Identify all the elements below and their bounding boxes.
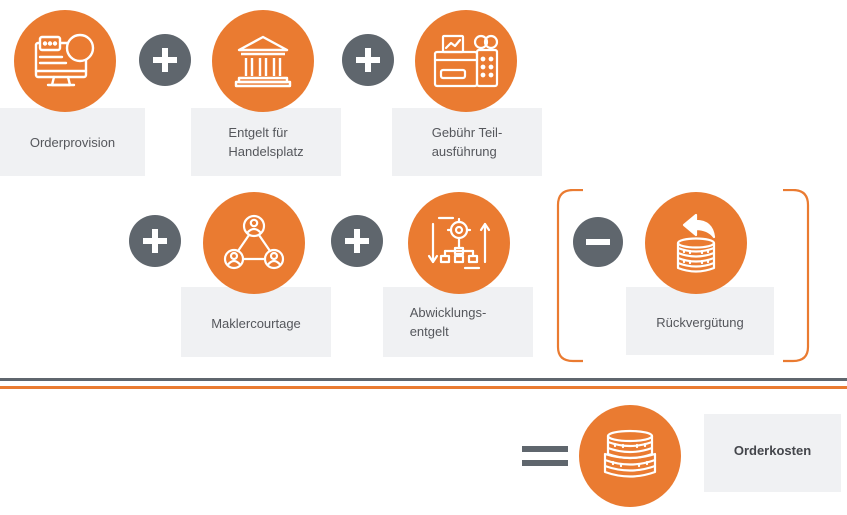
plus-operator-2 <box>342 34 394 86</box>
network-people-icon <box>223 214 285 270</box>
label-box-teilausfuehrung: Gebühr Teil- ausführung <box>392 108 542 176</box>
label-box-rueckverguetung: Rückvergütung <box>626 287 774 355</box>
bracket-group <box>556 189 810 363</box>
equals-operator-bottom <box>522 460 568 466</box>
plus-operator-1 <box>139 34 191 86</box>
monitor-chat-icon <box>34 33 95 87</box>
label-box-handelsplatz: Entgelt für Handelsplatz <box>191 108 341 176</box>
equals-operator-top <box>522 446 568 452</box>
item-rueckverguetung <box>645 192 747 294</box>
plus-operator-4 <box>331 215 383 267</box>
result-orderkosten <box>579 405 681 507</box>
process-gear-icon <box>427 216 491 270</box>
plus-icon <box>345 229 369 253</box>
label-teilausfuehrung: Gebühr Teil- ausführung <box>431 125 503 159</box>
plus-icon <box>153 48 177 72</box>
divider-line-orange <box>0 386 847 389</box>
label-handelsplatz: Entgelt für Handelsplatz <box>228 125 304 159</box>
minus-operator <box>573 217 623 267</box>
label-maklercourtage: Maklercourtage <box>211 315 301 331</box>
label-rueckverguetung: Rückvergütung <box>656 314 744 330</box>
plus-icon <box>356 48 380 72</box>
label-orderprovision: Orderprovision <box>29 134 116 150</box>
label-box-maklercourtage: Maklercourtage <box>181 287 331 357</box>
item-teilausfuehrung <box>415 10 517 112</box>
item-handelsplatz <box>212 10 314 112</box>
divider-line-gray <box>0 378 847 381</box>
payment-terminal-icon <box>433 34 499 88</box>
item-abwicklungsentgelt <box>408 192 510 294</box>
bank-building-icon <box>234 35 292 88</box>
label-box-abwicklungsentgelt: Abwicklungs- entgelt <box>383 287 533 357</box>
label-box-orderprovision: Orderprovision <box>0 108 145 176</box>
label-orderkosten: Orderkosten <box>733 442 812 458</box>
coins-return-icon <box>676 213 716 273</box>
item-maklercourtage <box>203 192 305 294</box>
label-abwicklungsentgelt: Abwicklungs- entgelt <box>409 305 487 339</box>
label-box-orderkosten: Orderkosten <box>704 414 841 492</box>
item-orderprovision <box>14 10 116 112</box>
coin-stack-icon <box>603 429 657 478</box>
minus-icon <box>586 239 610 245</box>
plus-icon <box>143 229 167 253</box>
plus-operator-3 <box>129 215 181 267</box>
